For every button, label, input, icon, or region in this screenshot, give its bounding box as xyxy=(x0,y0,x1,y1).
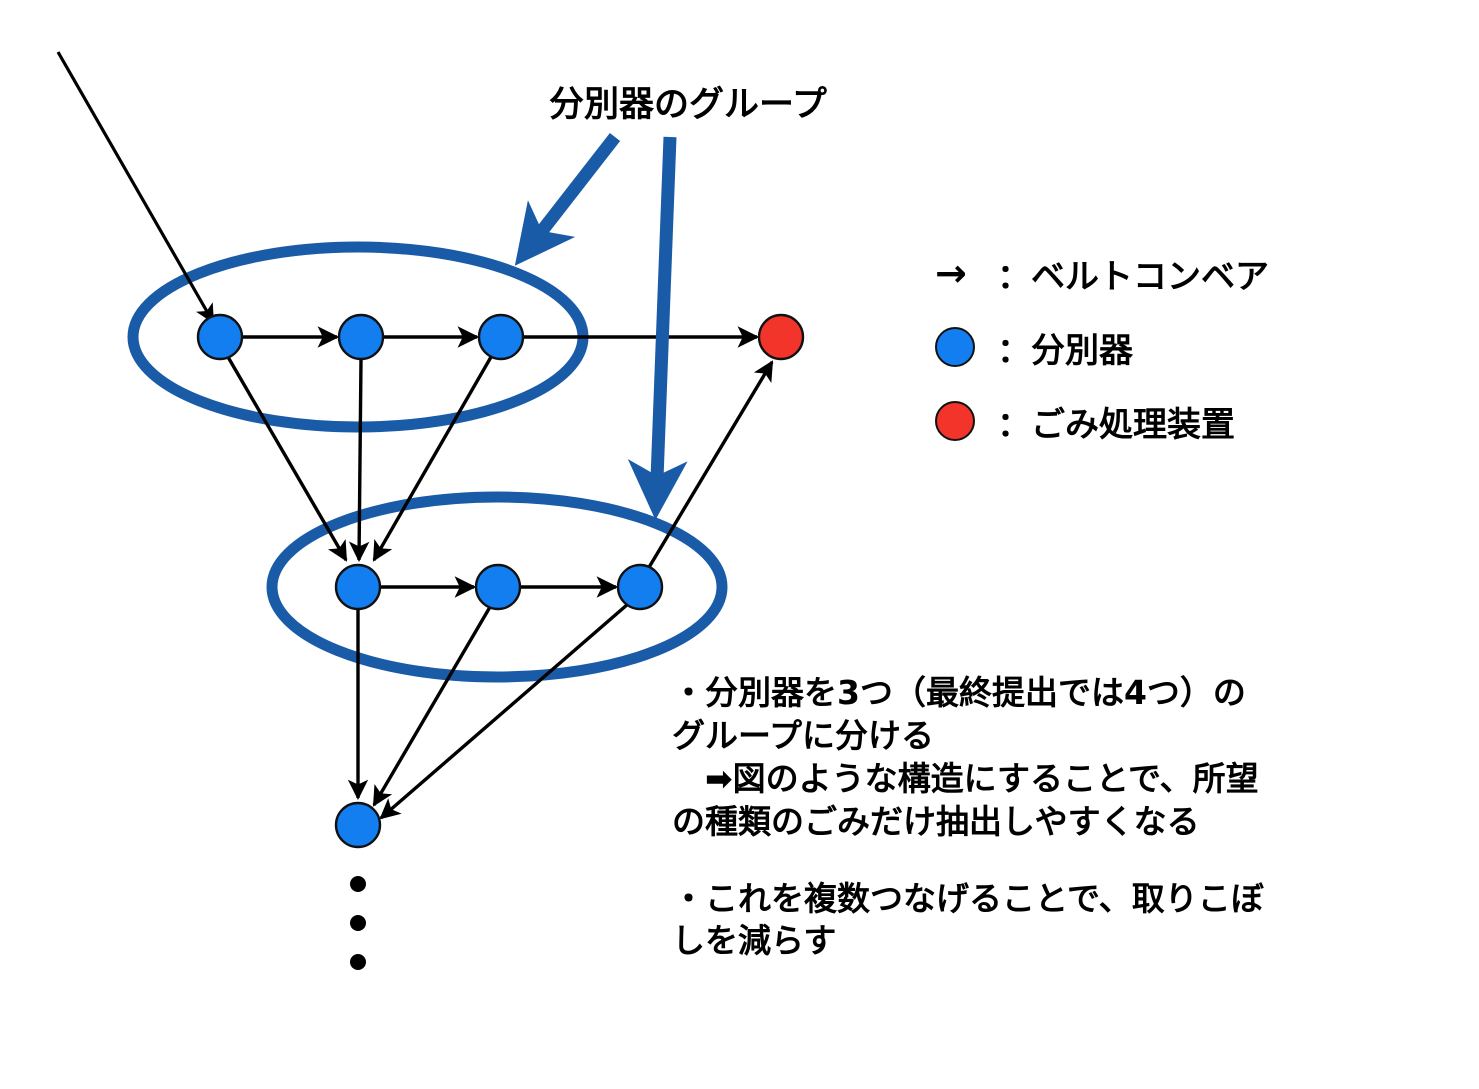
note-block-grouping: ・分別器を3つ（最終提出では4つ）の グループに分ける ➡図のような構造にするこ… xyxy=(672,672,1462,844)
notes-block: ・分別器を3つ（最終提出では4つ）の グループに分ける ➡図のような構造にするこ… xyxy=(672,672,1462,997)
conveyor-s2-s4 xyxy=(348,358,370,563)
legend-label-disposal: ：ごみ処理装置 xyxy=(997,397,1235,446)
continuation-dot xyxy=(350,915,366,931)
arrow-icon: → xyxy=(935,254,997,292)
legend-text-disposal: ごみ処理装置 xyxy=(1031,404,1235,445)
note-block-chaining: ・これを複数つなげることで、取りこぼ しを減らす xyxy=(672,878,1462,964)
group-ellipse-2 xyxy=(266,491,728,683)
sorter-node-s5[interactable] xyxy=(474,563,522,611)
disposal-swatch xyxy=(935,401,975,441)
sorter-node-s2[interactable] xyxy=(337,313,385,361)
sorter-node-s1[interactable] xyxy=(196,313,244,361)
arrow-glyph: → xyxy=(935,251,967,295)
legend-text-conveyor: ベルトコンベア xyxy=(1031,256,1269,297)
note-line: ➡図のような構造にすることで、所望 xyxy=(672,758,1259,798)
sorter-node-s4[interactable] xyxy=(334,563,382,611)
legend-text-sorter: 分別器 xyxy=(1031,330,1133,371)
legend-separator-conveyor: ： xyxy=(997,256,1031,297)
group-callout-title: 分別器のグループ xyxy=(549,85,827,125)
note-line: の種類のごみだけ抽出しやすくなる xyxy=(672,801,1200,841)
legend-separator-disposal: ： xyxy=(997,404,1031,445)
legend-label-sorter: ：分別器 xyxy=(997,323,1133,372)
sorter-node-s7[interactable] xyxy=(334,801,382,849)
red-circle-icon xyxy=(935,401,997,441)
legend-row-conveyor: → ：ベルトコンベア xyxy=(935,236,1405,310)
conveyor-s6-disposal xyxy=(646,360,774,570)
legend-row-sorter: ：分別器 xyxy=(935,310,1405,384)
conveyor-s6-s7 xyxy=(379,602,630,820)
conveyor-input-feed xyxy=(56,51,215,324)
callout-arrow-to-group-1 xyxy=(514,133,621,266)
sorter-node-s6[interactable] xyxy=(616,563,664,611)
conveyor-s1-s4 xyxy=(226,356,348,562)
note-line: ・分別器を3つ（最終提出では4つ）の xyxy=(672,673,1246,712)
blue-circle-icon xyxy=(935,327,997,367)
legend-label-conveyor: ：ベルトコンベア xyxy=(997,249,1269,298)
callout-arrow-to-group-2 xyxy=(627,136,688,520)
note-line: しを減らす xyxy=(672,921,837,961)
legend: → ：ベルトコンベア ：分別器 ：ごみ処理装置 xyxy=(935,236,1405,458)
legend-row-disposal: ：ごみ処理装置 xyxy=(935,384,1405,458)
sorter-swatch xyxy=(935,327,975,367)
continuation-dot xyxy=(350,954,366,970)
note-line: グループに分ける xyxy=(672,715,935,755)
conveyor-s5-s7 xyxy=(372,606,492,807)
disposal-node-d1[interactable] xyxy=(757,313,805,361)
legend-separator-sorter: ： xyxy=(997,330,1031,371)
sorter-node-s3[interactable] xyxy=(477,313,525,361)
continuation-dot xyxy=(350,876,366,892)
note-line: ・これを複数つなげることで、取りこぼ xyxy=(672,878,1264,918)
conveyor-s3-s4 xyxy=(372,356,493,562)
